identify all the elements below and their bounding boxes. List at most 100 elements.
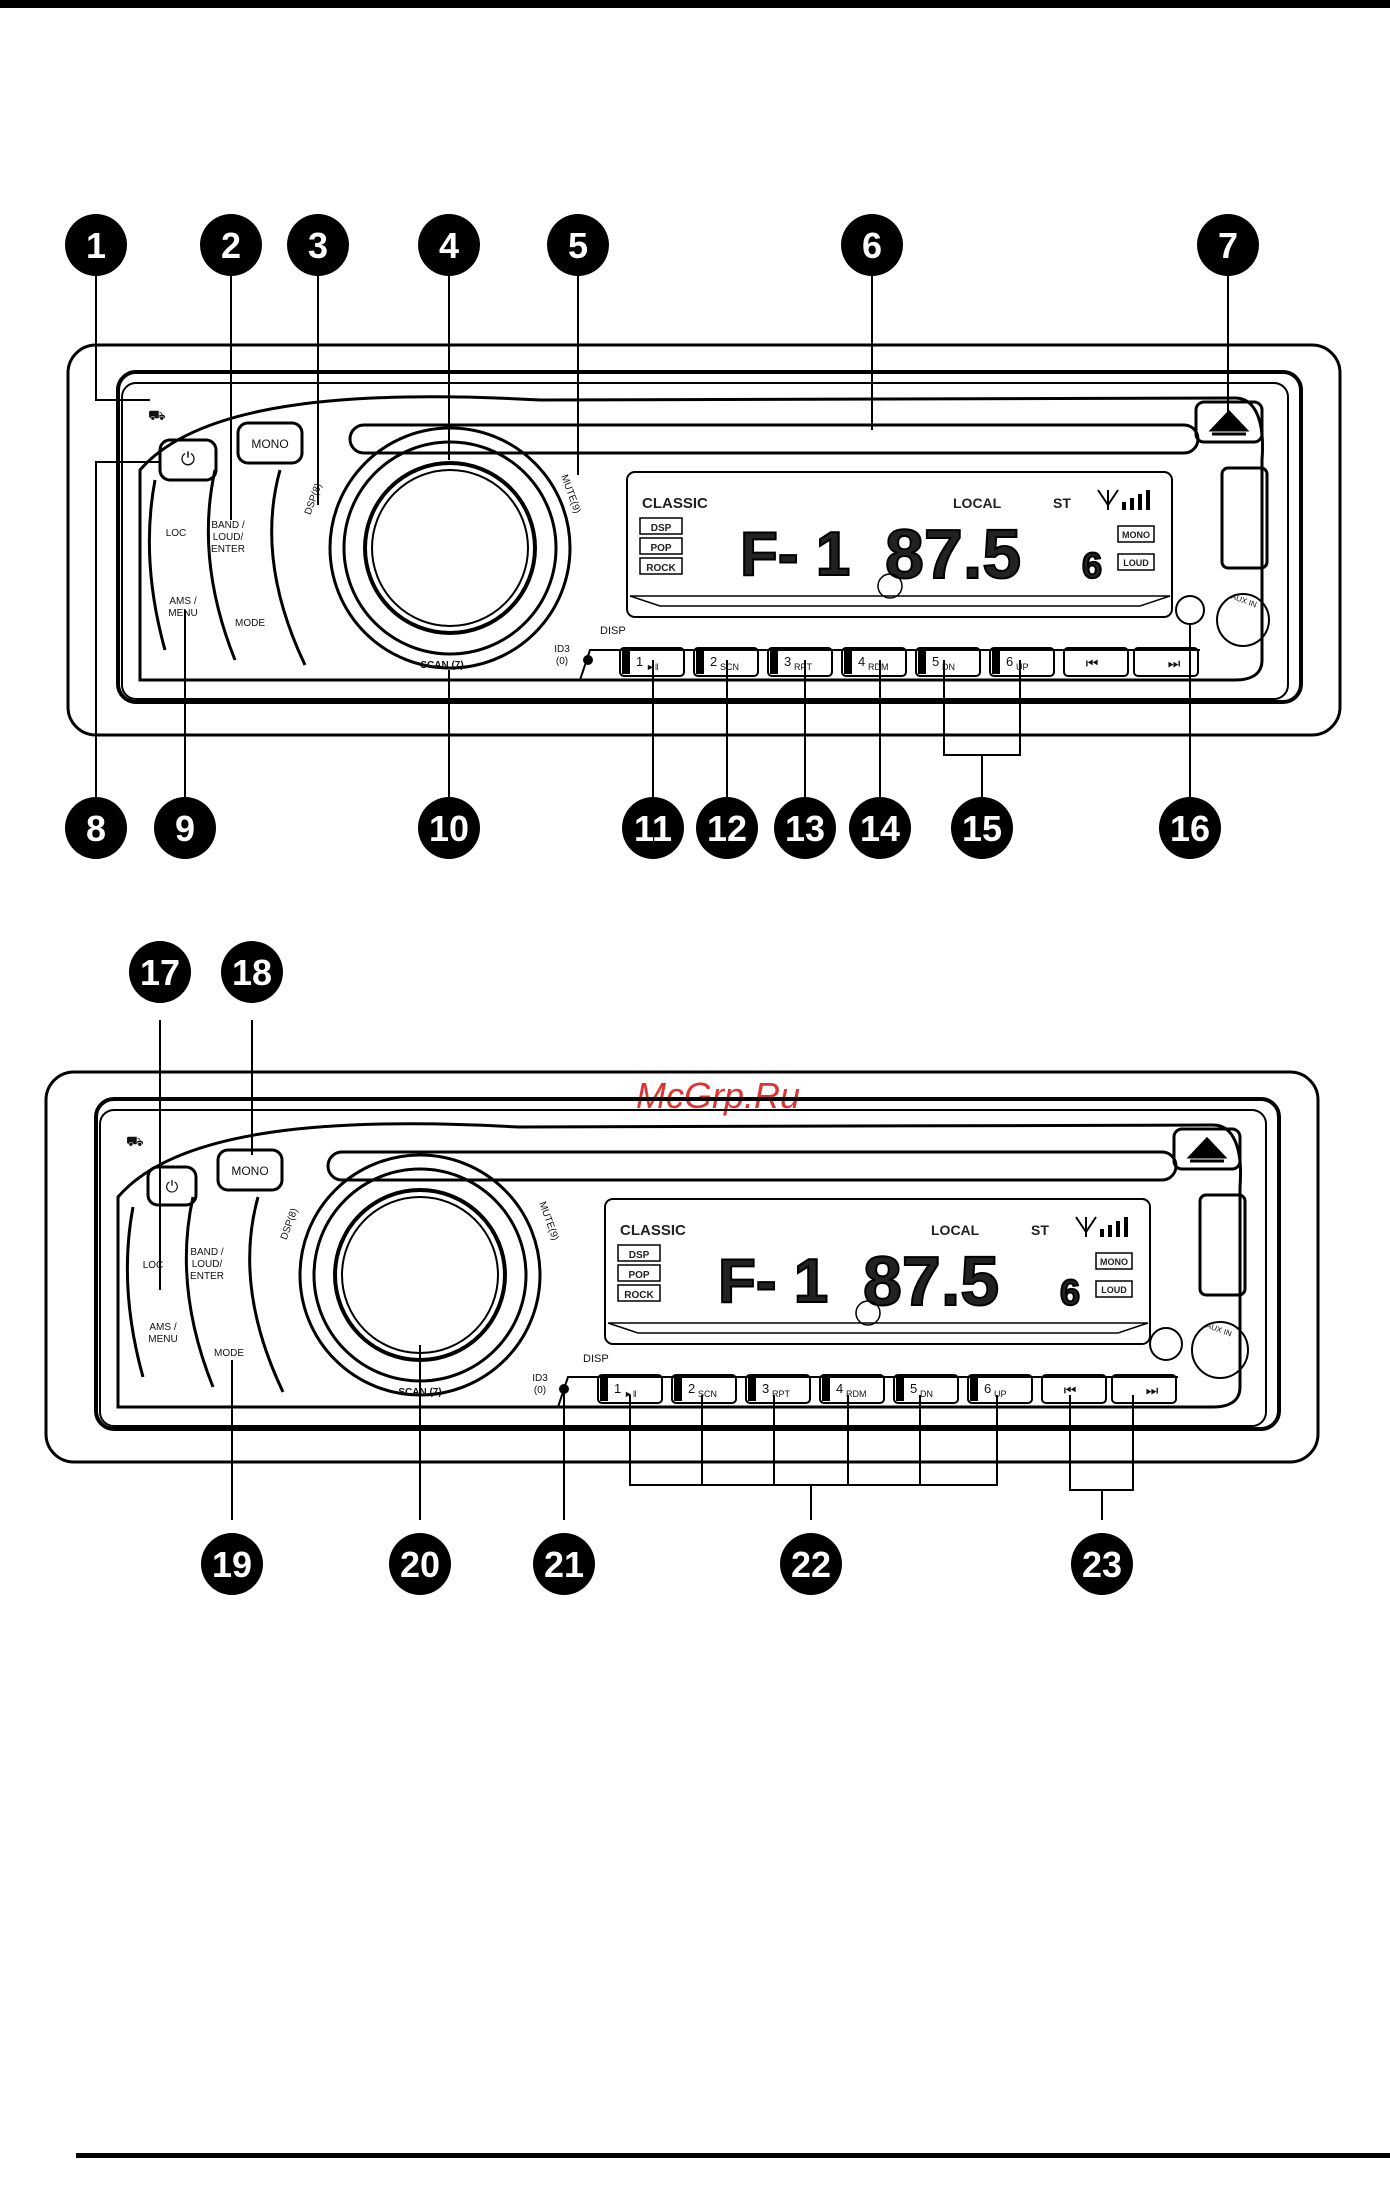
svg-text:20: 20 bbox=[400, 1544, 440, 1585]
disp-label-b: DISP bbox=[583, 1353, 609, 1365]
loc-label: LOC bbox=[166, 528, 187, 539]
callout-18: 18 bbox=[221, 941, 283, 1003]
lcd-rock: ROCK bbox=[646, 563, 676, 574]
svg-text:17: 17 bbox=[140, 952, 180, 993]
lcd-loud: LOUD bbox=[1123, 558, 1149, 568]
power-icon-b: ⏻ bbox=[166, 1179, 179, 1196]
next-track-button-b[interactable]: ⏭ bbox=[1111, 1374, 1177, 1404]
volume-knob bbox=[363, 461, 537, 635]
band-label-3: ENTER bbox=[211, 544, 245, 555]
svg-text:7: 7 bbox=[1218, 225, 1238, 266]
prev-track-button-b[interactable]: ⏮ bbox=[1041, 1374, 1107, 1404]
callout-3: 3 bbox=[287, 214, 349, 276]
lcd-rock-b: ROCK bbox=[624, 1290, 654, 1301]
svg-text:22: 22 bbox=[791, 1544, 831, 1585]
aux-in-jack-b bbox=[1191, 1321, 1249, 1379]
band-label-b3: ENTER bbox=[190, 1271, 224, 1282]
leader-lines-top bbox=[95, 260, 1229, 800]
power-button bbox=[158, 438, 218, 482]
svg-text:15: 15 bbox=[962, 808, 1002, 849]
preset-function: DN bbox=[942, 662, 955, 672]
svg-text:12: 12 bbox=[707, 808, 747, 849]
lcd-band: F- 1 bbox=[740, 520, 850, 589]
callout-11: 11 bbox=[622, 797, 684, 859]
callout-2: 2 bbox=[200, 214, 262, 276]
panel-labels-top: ⛟ ⏻ MONO LOC BAND / LOUD/ ENTER AMS / ME… bbox=[148, 407, 1258, 671]
callout-20: 20 bbox=[389, 1533, 451, 1595]
loc-label-b: LOC bbox=[143, 1260, 164, 1271]
preset-number: 6 bbox=[984, 1381, 991, 1396]
power-icon: ⏻ bbox=[181, 449, 195, 469]
car-icon: ⛟ bbox=[148, 407, 166, 423]
next-icon: ⏭ bbox=[1146, 1382, 1159, 1398]
mute-label-b: MUTE(9) bbox=[536, 1200, 560, 1242]
reset-hole bbox=[1175, 595, 1205, 625]
callout-22: 22 bbox=[780, 1533, 842, 1595]
svg-text:16: 16 bbox=[1170, 808, 1210, 849]
prev-track-button[interactable]: ⏮ bbox=[1063, 647, 1129, 677]
callout-4: 4 bbox=[418, 214, 480, 276]
disp-dot-b bbox=[559, 1384, 569, 1394]
callout-15: 15 bbox=[951, 797, 1013, 859]
preset-function: ►‖ bbox=[624, 1389, 637, 1399]
lcd-frequency-b: 87.5 bbox=[863, 1242, 999, 1320]
top-rule bbox=[0, 0, 1390, 8]
svg-text:1: 1 bbox=[86, 225, 106, 266]
bottom-rule bbox=[76, 2153, 1390, 2158]
lcd-classic-b: CLASSIC bbox=[620, 1222, 686, 1239]
lcd-loud-b: LOUD bbox=[1101, 1285, 1127, 1295]
lcd-st: ST bbox=[1053, 495, 1071, 511]
callout-10: 10 bbox=[418, 797, 480, 859]
preset-function: RDM bbox=[868, 662, 889, 672]
disc-icon-b bbox=[855, 1300, 881, 1326]
lcd-frequency: 87.5 bbox=[885, 515, 1021, 593]
id3-label-b1: ID3 bbox=[532, 1373, 548, 1384]
svg-text:4: 4 bbox=[439, 225, 459, 266]
lcd-contents-top: CLASSIC DSP POP ROCK LOCAL ST F- 1 87.5 … bbox=[629, 489, 1171, 607]
panel-labels-bottom: ⛟ ⏻ MONO LOC BAND / LOUD/ ENTER AMS / ME… bbox=[126, 1133, 1233, 1398]
preset-number: 6 bbox=[1006, 654, 1013, 669]
lcd-dsp: DSP bbox=[651, 523, 672, 534]
svg-text:8: 8 bbox=[86, 808, 106, 849]
lcd-window bbox=[626, 471, 1173, 618]
lcd-local: LOCAL bbox=[953, 495, 1002, 511]
front-panel-top bbox=[66, 343, 1342, 737]
disp-dot bbox=[583, 655, 593, 665]
callout-8: 8 bbox=[65, 797, 127, 859]
svg-text:3: 3 bbox=[308, 225, 328, 266]
next-track-button[interactable]: ⏭ bbox=[1133, 647, 1199, 677]
preset-function: DN bbox=[920, 1389, 933, 1399]
preset-function: RDM bbox=[846, 1389, 867, 1399]
prev-icon: ⏮ bbox=[1064, 1382, 1077, 1398]
lcd-window-b bbox=[604, 1198, 1151, 1345]
preset-function: UP bbox=[1016, 662, 1029, 672]
dsp-knob-label: DSP(8) bbox=[303, 482, 325, 517]
preset-function: RPT bbox=[772, 1389, 791, 1399]
callout-6: 6 bbox=[841, 214, 903, 276]
disp-label: DISP bbox=[600, 625, 626, 637]
front-panel-bottom bbox=[44, 1070, 1320, 1464]
band-label-1: BAND / bbox=[211, 520, 245, 531]
callout-14: 14 bbox=[849, 797, 911, 859]
power-button-b bbox=[146, 1165, 198, 1207]
svg-text:13: 13 bbox=[785, 808, 825, 849]
preset-number: 3 bbox=[762, 1381, 769, 1396]
preset-number: 2 bbox=[710, 654, 717, 669]
svg-text:19: 19 bbox=[212, 1544, 252, 1585]
preset-number: 1 bbox=[636, 654, 643, 669]
disc-icon bbox=[877, 573, 903, 599]
svg-text:6: 6 bbox=[862, 225, 882, 266]
lcd-band-b: F- 1 bbox=[718, 1247, 828, 1316]
